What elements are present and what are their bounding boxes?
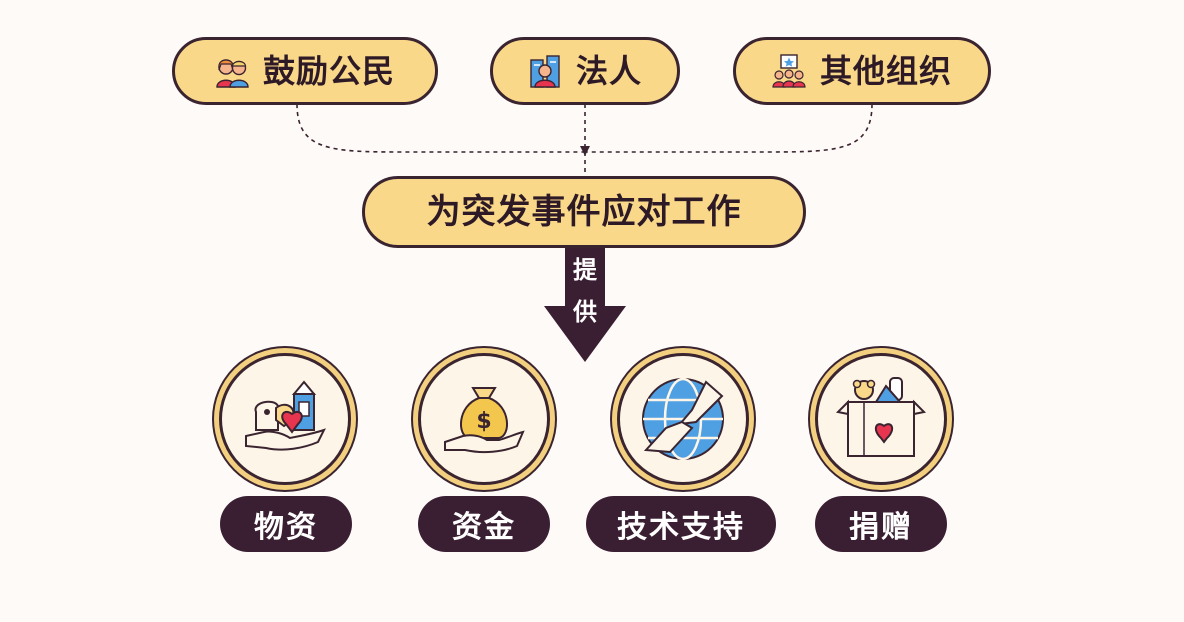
- output-tech-support: 技术支持: [586, 496, 776, 552]
- connector-left: [296, 103, 585, 153]
- source-label: 法人: [575, 52, 642, 90]
- source-label: 其他组织: [819, 52, 952, 90]
- output-supplies: 物资: [220, 496, 352, 552]
- output-funds: 资金: [418, 496, 550, 552]
- organization-icon: [772, 54, 806, 88]
- arrow-label-bottom: 供: [573, 298, 597, 326]
- center-emergency-response: 为突发事件应对工作: [362, 176, 806, 248]
- money-coin: $: [418, 353, 550, 485]
- svg-text:$: $: [476, 409, 491, 434]
- legal-person-icon: [530, 55, 560, 88]
- arrow-label-top: 提: [573, 256, 597, 284]
- output-donation: 捐赠: [815, 496, 947, 552]
- source-label: 鼓励公民: [262, 52, 395, 90]
- source-legal-person: 法人: [490, 37, 680, 105]
- source-citizens: 鼓励公民: [172, 37, 438, 105]
- source-organizations: 其他组织: [733, 37, 991, 105]
- supplies-coin: [219, 353, 351, 485]
- center-label: 为突发事件应对工作: [426, 192, 742, 232]
- tech-support-coin: [617, 353, 749, 485]
- money-bag-icon: $: [444, 387, 525, 454]
- provide-arrow: [544, 248, 626, 362]
- connector-right: [585, 103, 873, 153]
- donation-box-icon: [835, 377, 927, 457]
- citizens-icon: [216, 59, 249, 88]
- connector-arrowhead: [580, 146, 590, 156]
- donation-coin: [815, 353, 947, 485]
- global-handshake-icon: [642, 377, 724, 461]
- supplies-icon: [245, 380, 326, 451]
